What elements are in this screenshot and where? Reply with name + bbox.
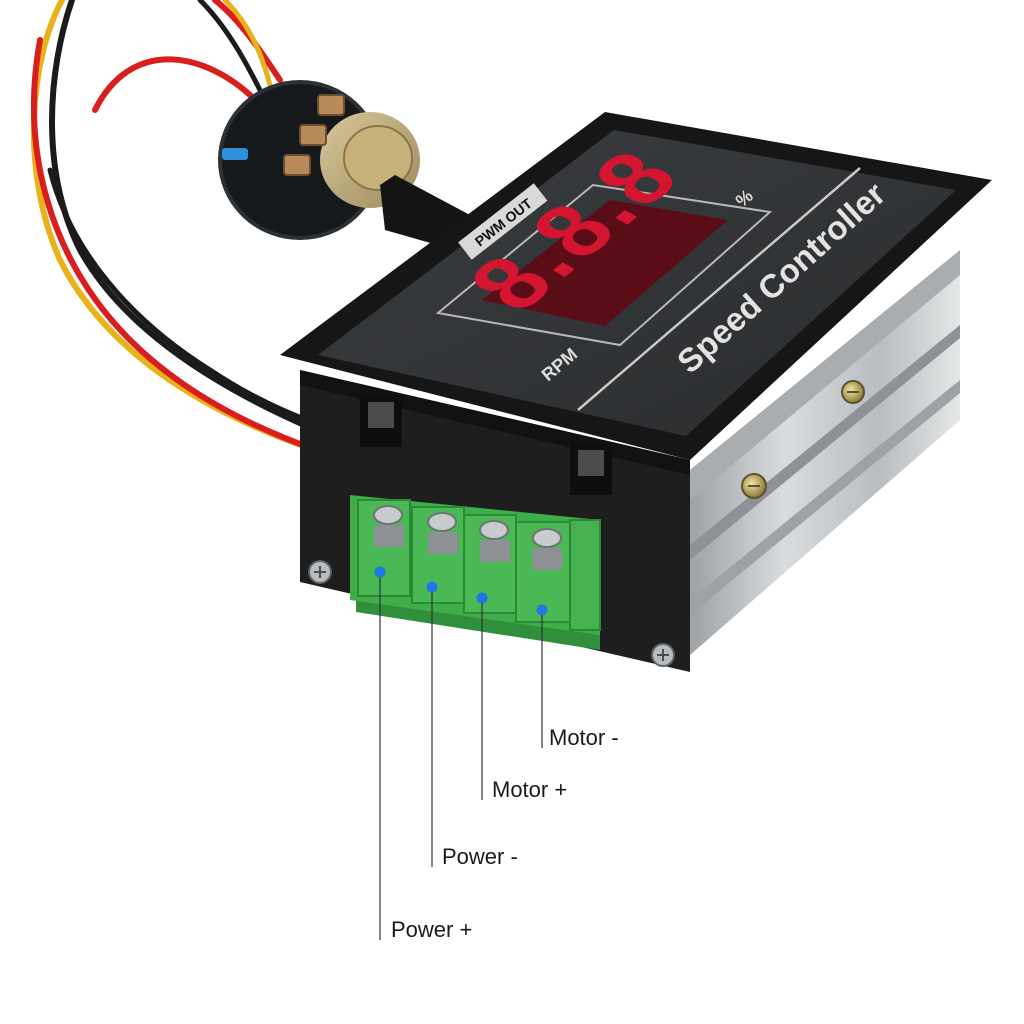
wire-yellow-top <box>222 0 273 88</box>
label-power-minus: Power - <box>442 844 518 869</box>
terminal-slot-1 <box>357 499 411 597</box>
pot-face <box>343 125 413 191</box>
heatsink-fin-mid <box>690 325 960 560</box>
panel-divider <box>577 167 861 411</box>
callout-lines <box>379 577 543 940</box>
heatsink-fin-top <box>690 250 960 500</box>
terminal-marker-2 <box>426 581 438 593</box>
terminal-marker-3 <box>476 592 488 604</box>
label-motor-minus: Motor - <box>549 725 619 750</box>
pot-lug-2 <box>299 124 327 146</box>
label-motor-plus: Motor + <box>492 777 568 802</box>
wire-black-top <box>197 0 268 103</box>
terminal-slot-3 <box>463 514 517 614</box>
terminal-end-cap <box>569 519 601 631</box>
pot-lug-3 <box>283 154 311 176</box>
heatsink <box>690 250 960 655</box>
label-power-plus: Power + <box>391 917 473 942</box>
heatsink-fin-low <box>690 380 960 615</box>
pot-lug-1 <box>317 94 345 116</box>
led-display <box>482 200 728 326</box>
terminal-marker-4 <box>536 604 548 616</box>
display-window-frame <box>435 183 773 347</box>
terminal-slot-2 <box>411 506 465 604</box>
potentiometer <box>218 80 470 250</box>
terminal-block <box>350 495 601 650</box>
clip-right <box>570 443 612 495</box>
mount-screw-right <box>651 643 675 667</box>
mount-screw-left <box>308 560 332 584</box>
knob-blue-mark <box>222 148 248 160</box>
terminal-marker-1 <box>374 566 386 578</box>
clip-left <box>360 395 402 447</box>
